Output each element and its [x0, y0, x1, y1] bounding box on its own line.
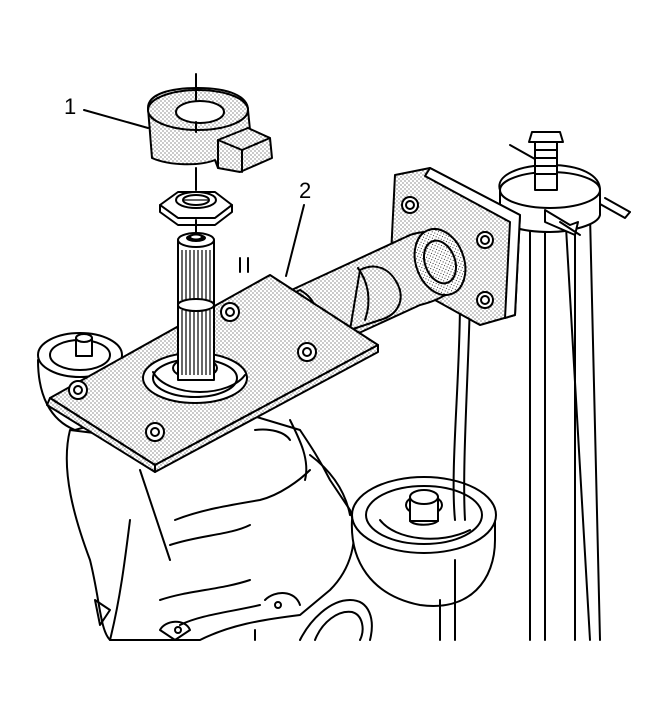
- callout-label-1: 1: [64, 94, 76, 119]
- support-clamp: [498, 131, 631, 236]
- callout-1: 1: [64, 94, 149, 129]
- axle-housing: [65, 414, 373, 641]
- right-mount-bushing: [350, 476, 497, 607]
- remover-installer-tool: [147, 87, 273, 173]
- callout-2: 2: [285, 178, 311, 277]
- callout-label-2: 2: [299, 178, 311, 203]
- support-stand: [439, 189, 601, 641]
- hex-nut: [159, 191, 233, 226]
- splined-shaft: [177, 232, 215, 381]
